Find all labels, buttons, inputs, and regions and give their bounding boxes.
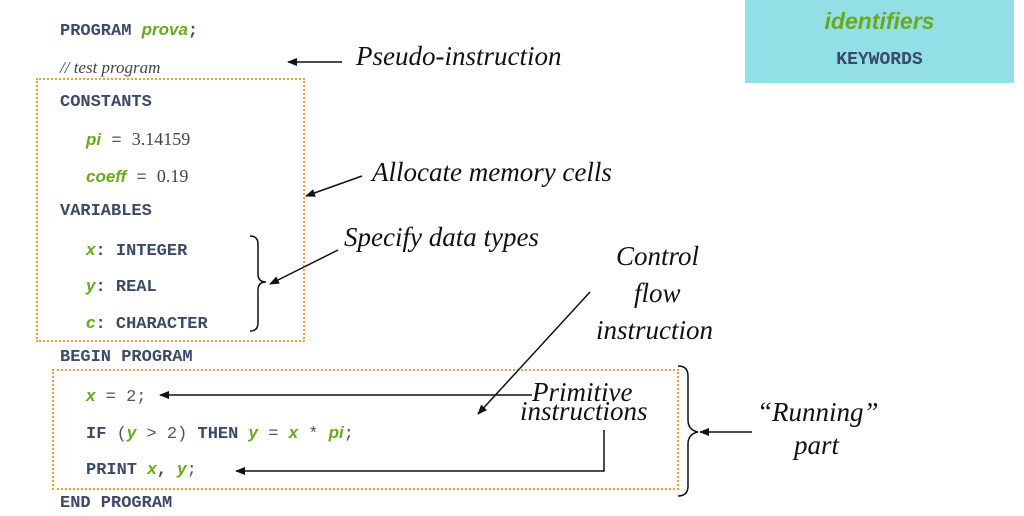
- arrow-primitive-bottom: [235, 430, 605, 475]
- brace-running: [677, 365, 699, 497]
- constant-pi: pi = 3.14159: [86, 129, 191, 151]
- arrow-allocate: [305, 175, 363, 197]
- variables-keyword: VARIABLES: [60, 202, 152, 221]
- if-line: IF (y > 2) THEN y = x * pi;: [86, 423, 354, 444]
- variable-c: c: CHARACTER: [86, 313, 208, 334]
- variable-y: y: REAL: [86, 276, 157, 297]
- annotation-control-3: instruction: [596, 315, 714, 345]
- print-line: PRINT x, y;: [86, 459, 197, 480]
- annotation-control-1: Control: [616, 241, 700, 271]
- brace-types: [249, 235, 267, 332]
- arrow-control: [477, 291, 591, 415]
- assignment-line: x = 2;: [86, 386, 147, 407]
- program-name: prova: [141, 20, 188, 39]
- constant-coeff: coeff = 0.19: [86, 166, 189, 188]
- arrow-specify: [269, 249, 339, 285]
- annotation-allocate-memory: Allocate memory cells: [372, 157, 612, 187]
- running-part-box: [52, 369, 679, 490]
- annotation-primitive-2: instructions: [520, 396, 648, 426]
- constants-keyword: CONSTANTS: [60, 93, 152, 112]
- annotation-specify-types: Specify data types: [344, 222, 539, 252]
- annotation-primitive-1: Primitive: [532, 377, 633, 407]
- annotation-pseudo-instruction: Pseudo-instruction: [356, 41, 562, 71]
- program-header: PROGRAM prova;: [60, 20, 199, 41]
- comment-line: // test program: [60, 58, 161, 77]
- legend-keywords: KEYWORDS: [836, 50, 923, 70]
- annotation-control-2: flow: [634, 278, 681, 308]
- variable-x: x: INTEGER: [86, 240, 188, 261]
- end-program: END PROGRAM: [60, 494, 173, 513]
- annotation-running-2: part: [794, 430, 840, 460]
- declarations-box: [36, 78, 305, 342]
- legend-box: identifiers KEYWORDS: [745, 0, 1014, 83]
- annotation-running-1: “Running”: [757, 397, 879, 427]
- begin-program: BEGIN PROGRAM: [60, 348, 193, 367]
- legend-identifiers: identifiers: [824, 8, 935, 34]
